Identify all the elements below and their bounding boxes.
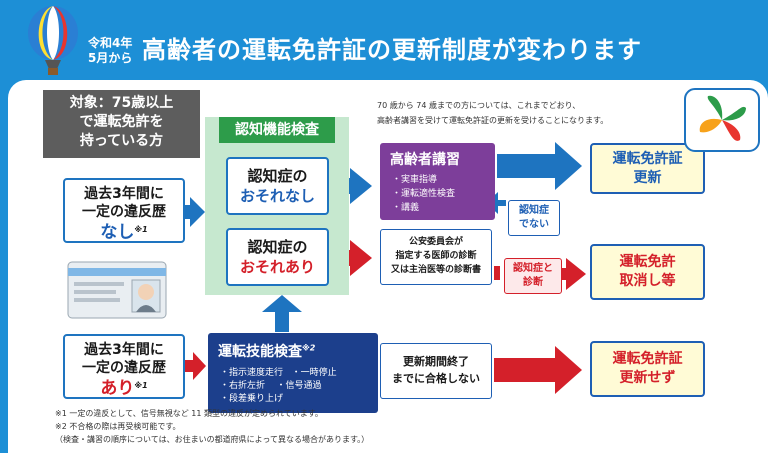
result-revoke: 運転免許 取消し等 [590, 244, 705, 300]
driving-skill-test-box: 運転技能検査※2 ・指示速度走行 ・一時停止 ・右折左折 ・信号通過 ・段差乗り… [208, 333, 378, 413]
diagnosis-line-3: 又は主治医等の診断書 [390, 265, 481, 275]
no-risk-line-1: 認知症の [247, 167, 308, 185]
history-some-box: 過去3年間に 一定の違反歴 あり※1 [63, 334, 185, 399]
footnote-1: ※1 一定の違反として、信号無視など 11 類型の違反が定められています。 [55, 409, 323, 418]
lecture-item: ・運転適性検査 [392, 189, 456, 199]
arrow-history-to-cognitive [185, 197, 205, 227]
arrow-history-to-skill [185, 352, 206, 380]
footnote-2: ※2 不合格の際は再受検可能です。 [55, 422, 181, 431]
arrow-skill-to-cognitive [262, 295, 302, 332]
target-line-1: 対象：75歳以上 [69, 95, 174, 111]
license-card-illustration [67, 261, 167, 319]
elderly-lecture-box: 高齢者講習 ・実車指導 ・運転適性検査 ・講義 [380, 143, 495, 220]
diagnosis-line-2: 指定する医師の診断 [395, 251, 477, 261]
top-note: 70 歳から 74 歳までの方については、これまでどおり、 高齢者講習を受けて運… [377, 98, 707, 128]
dementia-line-2: 診断 [523, 277, 543, 288]
no-renew-line-1: 運転免許証 [612, 351, 683, 367]
lecture-items: ・実車指導 ・運転適性検査 ・講義 [392, 173, 455, 215]
arrow-risk-to-commission [331, 240, 372, 276]
balloon-icon [28, 6, 78, 75]
skill-item: ・指示速度走行 [220, 368, 284, 378]
diagnosis-line-1: 公安委員会が [408, 237, 463, 247]
no-dementia-risk-box: 認知症の おそれなし [226, 157, 329, 215]
history-none-footnote-mark: ※1 [134, 225, 148, 234]
not-dementia-badge: 認知症 でない [508, 200, 560, 236]
footnotes: ※1 一定の違反として、信号無視など 11 類型の違反が定められています。 ※2… [55, 407, 369, 446]
medical-diagnosis-box: 公安委員会が 指定する医師の診断 又は主治医等の診断書 [380, 229, 492, 285]
skill-test-items: ・指示速度走行 ・一時停止 ・右折左折 ・信号通過 ・段差乗り上げ [220, 367, 337, 406]
history-none-box: 過去3年間に 一定の違反歴 なし※1 [63, 178, 185, 243]
arrow-dem-to-revoke [562, 258, 586, 290]
arrow-fail-to-norenew [494, 346, 582, 394]
renew-line-2: 更新 [633, 170, 662, 186]
lecture-title: 高齢者講習 [390, 152, 460, 168]
history-some-footnote-mark: ※1 [134, 381, 148, 390]
dementia-diagnosed-badge: 認知症と 診断 [504, 258, 562, 294]
footnote-3: （検査・講習の順序については、お住まいの都道府県によって異なる場合があります。） [55, 435, 370, 444]
not-dementia-line-2: でない [519, 219, 549, 230]
history-some-emph: あり [100, 378, 135, 399]
no-renew-line-2: 更新せず [619, 370, 676, 386]
not-passed-box: 更新期間終了 までに合格しない [380, 343, 492, 399]
skill-item: ・信号通過 [276, 381, 322, 391]
risk-line-1: 認知症の [247, 238, 308, 256]
dementia-risk-box: 認知症の おそれあり [226, 228, 329, 286]
skill-item: ・右折左折 [220, 381, 266, 391]
top-note-line-1: 70 歳から 74 歳までの方については、これまでどおり、 [377, 101, 581, 110]
history-some-line-1: 過去3年間に [84, 342, 164, 358]
target-line-2: で運転免許を [79, 114, 164, 130]
arrow-commission-to-dem [494, 266, 500, 280]
dementia-line-1: 認知症と [513, 263, 553, 274]
date-line-1: 令和4年 [88, 36, 133, 50]
not-dementia-line-1: 認知症 [519, 205, 549, 216]
cognitive-test-label: 認知機能検査 [219, 117, 335, 143]
date-line-2: 5月から [88, 51, 133, 65]
renew-line-1: 運転免許証 [612, 151, 683, 167]
revoke-line-1: 運転免許 [619, 254, 676, 270]
target-line-3: 持っている方 [79, 133, 164, 149]
lecture-item: ・実車指導 [392, 175, 438, 185]
no-risk-line-2: おそれなし [239, 187, 315, 205]
lecture-item: ・講義 [392, 203, 420, 213]
skill-test-title: 運転技能検査 [218, 344, 302, 360]
page-title: 高齢者の運転免許証の更新制度が変わります [142, 36, 642, 64]
top-note-line-2: 高齢者講習を受けて運転免許証の更新を受けることになります。 [377, 116, 609, 125]
result-renew: 運転免許証 更新 [590, 143, 705, 194]
history-some-line-2: 一定の違反歴 [82, 360, 166, 376]
arrow-lecture-to-renew [497, 142, 582, 190]
arrow-notdem-to-lecture [486, 192, 506, 214]
result-no-renew: 運転免許証 更新せず [590, 341, 705, 397]
arrow-norisk-to-lecture [331, 168, 372, 204]
target-box: 対象：75歳以上 で運転免許を 持っている方 [43, 90, 200, 158]
revoke-line-2: 取消し等 [619, 273, 676, 289]
effective-date: 令和4年 5月から [88, 36, 132, 66]
risk-line-2: おそれあり [239, 258, 315, 276]
not-passed-line-2: までに合格しない [392, 372, 480, 385]
not-passed-line-1: 更新期間終了 [403, 355, 469, 368]
skill-item: ・一時停止 [291, 368, 337, 378]
history-none-emph: なし [100, 222, 135, 243]
history-none-line-1: 過去3年間に [84, 186, 164, 202]
skill-test-footnote-mark: ※2 [302, 343, 316, 353]
skill-item: ・段差乗り上げ [220, 394, 284, 404]
safety-mark-logo [684, 88, 760, 152]
history-none-line-2: 一定の違反歴 [82, 204, 166, 220]
